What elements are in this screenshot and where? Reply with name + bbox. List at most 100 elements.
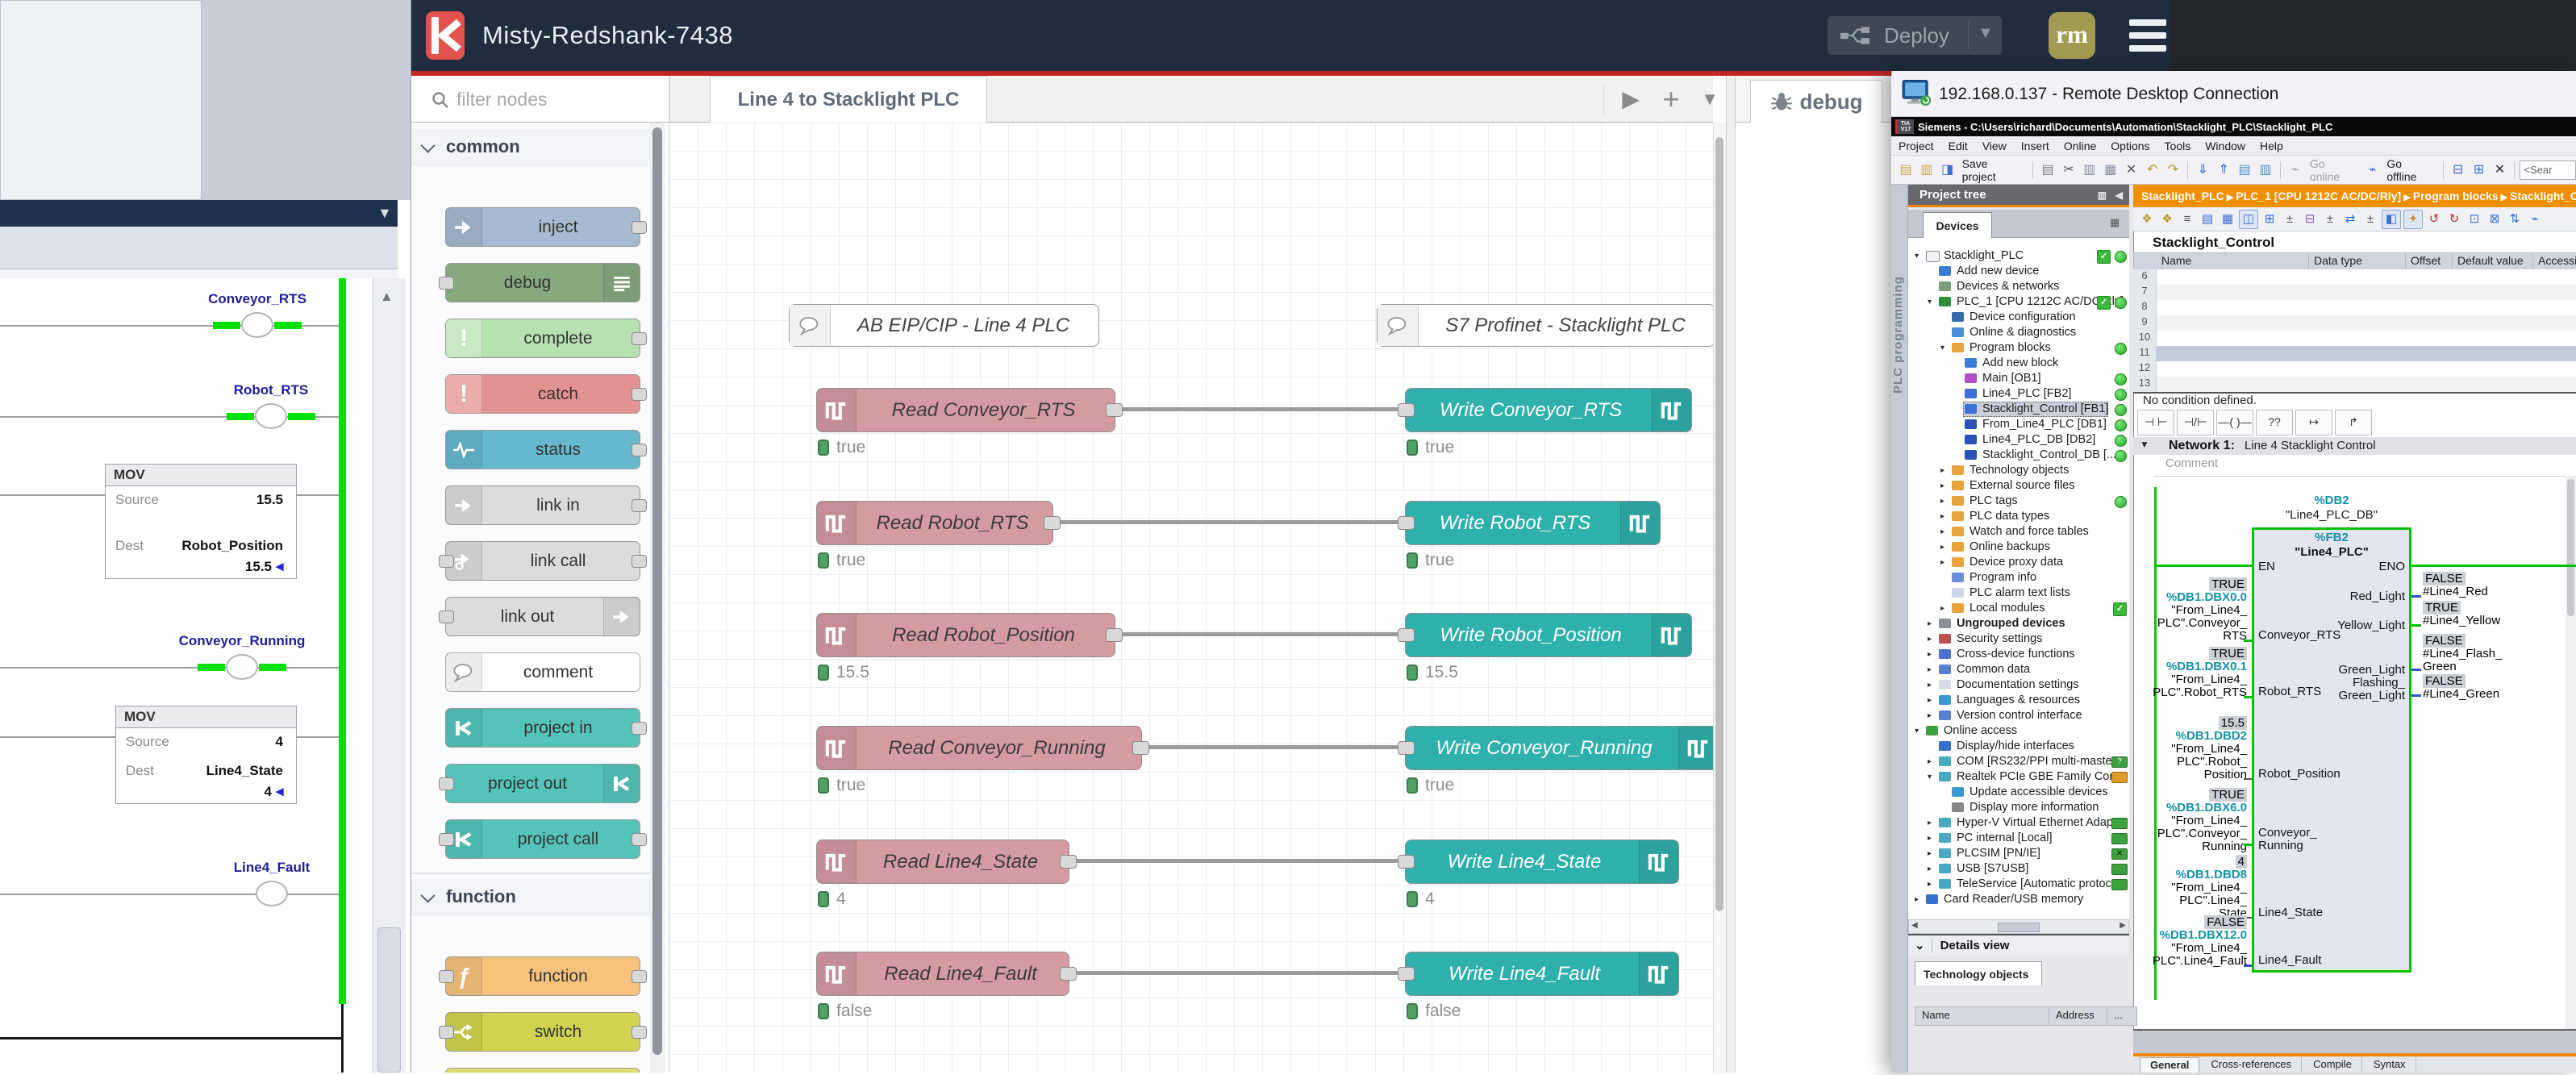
tree-expander-icon[interactable]: ▸	[1928, 677, 1932, 693]
node-output-port[interactable]	[631, 970, 647, 983]
table-col-name[interactable]: Name	[2156, 252, 2315, 271]
close-x-icon[interactable]: ✕	[2491, 160, 2510, 180]
tree-expander-icon[interactable]: ▸	[1928, 815, 1932, 831]
comment-node[interactable]: AB EIP/CIP - Line 4 PLC	[789, 304, 1099, 347]
window-icon[interactable]: ⊞	[2470, 160, 2489, 180]
breadcrumb-item[interactable]: Stacklight_PLC	[2141, 190, 2224, 202]
node-Write-Robot_Position[interactable]: Write Robot_Position	[1405, 613, 1692, 657]
table-row-11[interactable]: Line4_GreenBool≣0.3false✓	[2133, 346, 2576, 361]
tree-item-online-diagnostics[interactable]: Online & diagnostics	[1908, 325, 2129, 340]
ladder-symbol-button-1[interactable]: ⊣/⊢	[2177, 410, 2214, 435]
editor-tool-icon-13[interactable]: ✦	[2403, 210, 2423, 229]
contact-symbol[interactable]	[226, 654, 258, 680]
save-project-button[interactable]: Save project	[1959, 157, 2028, 183]
tree-expander-icon[interactable]: ▸	[1940, 478, 1945, 494]
editor-tool-icon-11[interactable]: ±	[2361, 210, 2379, 228]
palette-node-partial[interactable]	[445, 1068, 640, 1073]
deploy-options-caret-icon[interactable]: ▼	[1978, 24, 1994, 43]
editor-tool-icon-19[interactable]: ⌁	[2526, 210, 2544, 228]
tree-expander-icon[interactable]: ▸	[1940, 601, 1945, 616]
tree-item-online-backups[interactable]: ▸Online backups	[1908, 540, 2129, 555]
node-Write-Conveyor_Running[interactable]: Write Conveyor_Running	[1405, 726, 1713, 770]
menu-online[interactable]: Online	[2057, 136, 2103, 156]
scroll-left-icon[interactable]: ◀	[1911, 921, 1918, 930]
node-input-port[interactable]	[1398, 516, 1415, 530]
tree-expander-icon[interactable]: ▸	[1940, 555, 1945, 570]
node-output-port[interactable]	[631, 388, 647, 401]
tree-item-local-modules[interactable]: ▸Local modules✓	[1908, 601, 2129, 616]
node-input-port[interactable]	[439, 777, 454, 790]
node-input-port[interactable]	[439, 1026, 454, 1039]
tree-item-plc-data-types[interactable]: ▸PLC data types	[1908, 509, 2129, 524]
go-online-button[interactable]: Go online	[2307, 157, 2361, 183]
tree-item-languages-resources[interactable]: ▸Languages & resources	[1908, 693, 2129, 708]
stop-icon[interactable]: ▥	[2256, 160, 2275, 180]
filter-nodes-input[interactable]: filter nodes	[456, 76, 548, 123]
node-output-port[interactable]	[631, 1026, 647, 1039]
network-header[interactable]: ▼ Network 1: Line 4 Stacklight Control	[2133, 437, 2576, 455]
palette-node-function[interactable]: ƒfunction	[445, 956, 640, 996]
editor-tool-icon-6[interactable]: ⊞	[2261, 210, 2278, 228]
palette-node-link-out[interactable]: link out	[445, 597, 640, 636]
tree-item-pc-internal-local-[interactable]: ▸PC internal [Local]	[1908, 831, 2129, 846]
mov-instruction[interactable]: MOVSource4DestLine4_State4◄	[115, 706, 297, 804]
palette-scrollbar-thumb[interactable]	[652, 127, 662, 1055]
node-Read-Conveyor_Running[interactable]: Read Conveyor_Running	[816, 726, 1142, 770]
window-split-icon[interactable]: ⊟	[2449, 160, 2468, 180]
redo-icon[interactable]: ↷	[2163, 160, 2182, 180]
tree-expander-icon[interactable]: ▸	[1940, 463, 1945, 478]
table-col-accessible[interactable]: Accessible	[2532, 252, 2576, 271]
menu-window[interactable]: Window	[2198, 136, 2253, 156]
coil-symbol[interactable]	[256, 881, 288, 906]
tree-expander-icon[interactable]: ▸	[1928, 846, 1932, 861]
tree-item-from-line4-plc-db1-[interactable]: From_Line4_PLC [DB1]	[1908, 417, 2129, 432]
node-input-port[interactable]	[439, 610, 454, 623]
avatar[interactable]: rm	[2049, 12, 2095, 59]
palette-node-project-out[interactable]: project out	[445, 764, 640, 803]
palette-node-complete[interactable]: !complete	[445, 319, 640, 358]
save-icon[interactable]: ◨	[1938, 160, 1957, 180]
printer-icon[interactable]: ▤	[2038, 160, 2057, 180]
node-input-port[interactable]	[439, 277, 454, 290]
table-row-10[interactable]: Line4_Flash_GreenBool0.2false✓	[2133, 331, 2576, 346]
editor-tool-icon-2[interactable]: ≡	[2178, 210, 2196, 228]
scroll-right-icon[interactable]: ▶	[2120, 921, 2126, 930]
tree-item-card-reader-usb-memory[interactable]: ▸Card Reader/USB memory	[1908, 892, 2129, 907]
ladder-symbol-button-4[interactable]: ↦	[2295, 410, 2332, 435]
tree-item-display-hide-interfaces[interactable]: Display/hide interfaces	[1908, 739, 2129, 754]
tree-item-add-new-device[interactable]: Add new device	[1908, 264, 2129, 279]
node-output-port[interactable]	[1106, 403, 1123, 417]
editor-tool-icon-14[interactable]: ↺	[2425, 210, 2443, 228]
contact-symbol[interactable]	[255, 403, 287, 429]
palette-node-status[interactable]: status	[445, 430, 640, 469]
network-comment-input[interactable]: Comment	[2165, 456, 2218, 470]
tree-expander-icon[interactable]: ▾	[1940, 340, 1945, 356]
details-column-0[interactable]: Name	[1915, 1006, 2057, 1026]
scroll-up-icon[interactable]: ▲	[380, 289, 394, 305]
tab-syntax[interactable]: Syntax	[2364, 1057, 2416, 1072]
ladder-symbol-button-5[interactable]: ↱	[2335, 410, 2372, 435]
tree-expander-icon[interactable]: ▸	[1928, 861, 1932, 877]
node-Read-Line4_Fault[interactable]: Read Line4_Fault	[816, 952, 1069, 996]
tree-item-device-configuration[interactable]: Device configuration	[1908, 310, 2129, 325]
ladder-symbol-button-2[interactable]: —( )—	[2216, 410, 2253, 435]
tree-item-devices-networks[interactable]: Devices & networks	[1908, 279, 2129, 294]
tree-item-device-proxy-data[interactable]: ▸Device proxy data	[1908, 555, 2129, 570]
search-input[interactable]: <Sear	[2520, 160, 2576, 180]
node-Read-Line4_State[interactable]: Read Line4_State	[816, 840, 1069, 884]
node-input-port[interactable]	[1398, 855, 1415, 869]
tree-expander-icon[interactable]: ▸	[1940, 494, 1945, 509]
delete-icon[interactable]: ✕	[2122, 160, 2141, 180]
tree-expander-icon[interactable]: ▸	[1928, 693, 1932, 708]
node-output-port[interactable]	[1044, 516, 1061, 530]
tree-item-program-info[interactable]: Program info	[1908, 570, 2129, 585]
node-output-port[interactable]	[631, 833, 647, 846]
new-doc-icon[interactable]: ▤	[1896, 160, 1915, 180]
table-row-12[interactable]: ▾Temp	[2133, 361, 2576, 377]
table-row-6[interactable]: <Add new>	[2133, 269, 2576, 285]
tree-item-plc-tags[interactable]: ▸PLC tags	[1908, 494, 2129, 509]
tree-item-com-rs232-ppi-multi-master-c-[interactable]: ▸COM [RS232/PPI multi-master c...?	[1908, 754, 2129, 769]
breadcrumb-item[interactable]: Program blocks	[2413, 190, 2499, 202]
add-flow-button[interactable]: +	[1653, 76, 1689, 123]
ladder-scrollbar-thumb[interactable]	[377, 927, 401, 1073]
